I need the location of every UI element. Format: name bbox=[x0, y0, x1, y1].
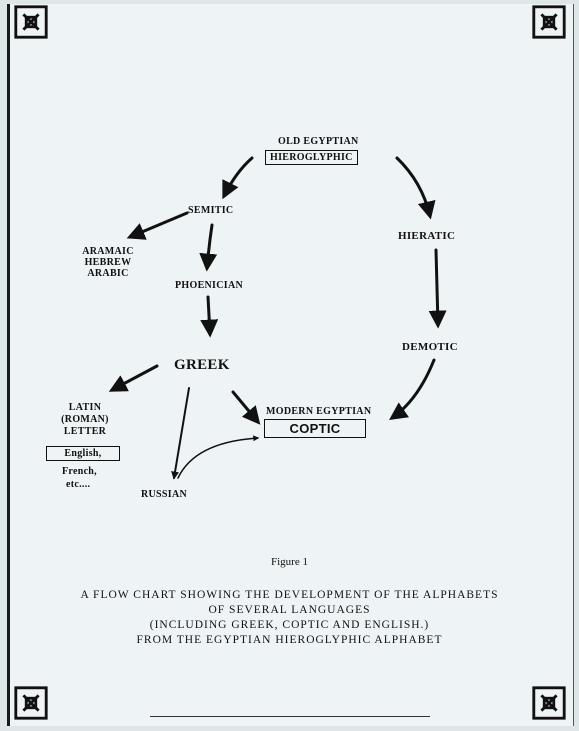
arrow-phoenician-to-greek bbox=[200, 295, 219, 338]
arrow-semitic-to-phoenician bbox=[199, 223, 218, 272]
corner-ornament-icon bbox=[530, 684, 568, 722]
node-greek: GREEK bbox=[174, 357, 230, 373]
corner-ornament-icon bbox=[530, 3, 568, 41]
figure-number: Figure 1 bbox=[271, 556, 308, 568]
arrow-hieratic-to-demotic bbox=[428, 248, 447, 329]
caption-line-1: A FLOW CHART SHOWING THE DEVELOPMENT OF … bbox=[80, 589, 499, 601]
caption-line-2: OF SEVERAL LANGUAGES bbox=[208, 604, 371, 616]
caption-line-3: (INCLUDING GREEK, COPTIC AND ENGLISH.) bbox=[149, 619, 430, 631]
node-hieratic: HIERATIC bbox=[398, 230, 456, 242]
node-etc: etc.... bbox=[66, 479, 91, 490]
node-old-egyptian: OLD EGYPTIAN bbox=[278, 136, 359, 147]
node-roman: (ROMAN) bbox=[61, 414, 109, 425]
arrow-greek-to-latin bbox=[108, 364, 159, 392]
node-hebrew: HEBREW bbox=[84, 257, 132, 268]
arrow-russian-to-coptic bbox=[177, 435, 260, 479]
node-modern-egyptian: MODERN EGYPTIAN bbox=[266, 406, 372, 417]
node-latin-group: LATIN (ROMAN) LETTER bbox=[50, 402, 120, 438]
arrow-greek-to-russian bbox=[171, 387, 190, 480]
node-semitic: SEMITIC bbox=[188, 205, 234, 216]
arrow-greek-to-coptic bbox=[231, 390, 261, 425]
corner-ornament-icon bbox=[12, 3, 50, 41]
arrow-hieroglyphic-to-semitic bbox=[222, 156, 254, 200]
node-aramaic: ARAMAIC bbox=[82, 246, 134, 257]
node-hieroglyphic: HIEROGLYPHIC bbox=[265, 150, 358, 165]
node-demotic: DEMOTIC bbox=[402, 341, 458, 353]
caption-line-4: FROM THE EGYPTIAN HIEROGLYPHIC ALPHABET bbox=[136, 634, 443, 646]
arrow-hieroglyphic-to-hieratic bbox=[395, 156, 436, 220]
node-french: French, bbox=[62, 466, 97, 477]
node-arabic: ARABIC bbox=[87, 268, 129, 279]
arrow-semitic-to-aramaic bbox=[126, 211, 189, 240]
footer-strip bbox=[150, 716, 430, 731]
node-phoenician: PHOENICIAN bbox=[175, 280, 244, 291]
node-latin: LATIN bbox=[68, 402, 102, 413]
node-english: English, bbox=[46, 446, 120, 461]
node-letter: LETTER bbox=[63, 426, 107, 437]
node-russian: RUSSIAN bbox=[141, 489, 188, 500]
corner-ornament-icon bbox=[12, 684, 50, 722]
node-coptic: COPTIC bbox=[264, 419, 366, 438]
node-aramaic-group: ARAMAIC HEBREW ARABIC bbox=[78, 246, 138, 279]
page-sheet bbox=[7, 4, 574, 726]
arrow-demotic-to-coptic bbox=[389, 358, 436, 421]
